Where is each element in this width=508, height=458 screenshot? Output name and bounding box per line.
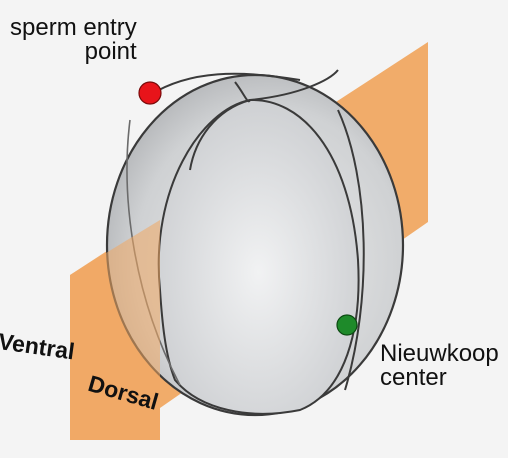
nieuwkoop-label-line1: Nieuwkoop [380,342,499,366]
nieuwkoop-label-line2: center [380,366,499,390]
nieuwkoop-center-marker [337,315,357,335]
sperm-entry-point-label: sperm entry point [10,16,137,64]
sperm-entry-point-marker [139,82,161,104]
sperm-entry-label-line1: sperm entry [10,16,137,40]
sperm-entry-label-line2: point [10,40,137,64]
nieuwkoop-center-label: Nieuwkoop center [380,342,499,390]
